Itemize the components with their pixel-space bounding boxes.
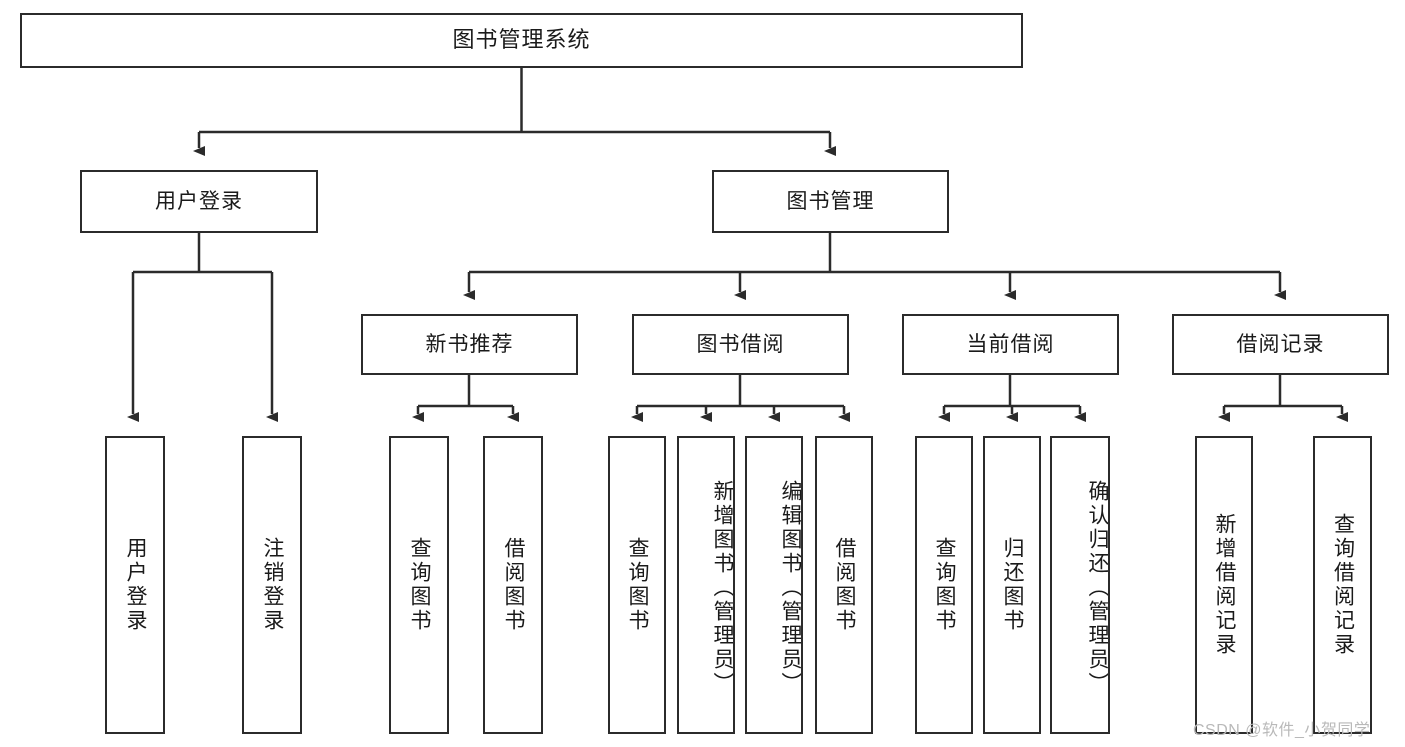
node-new-book-rec[interactable]: 新书推荐: [361, 314, 578, 375]
node-book-manage[interactable]: 图书管理: [712, 170, 949, 233]
node-leaf-query-record[interactable]: 查询借阅记录: [1313, 436, 1372, 734]
node-leaf-borrow-book-2[interactable]: 借阅图书: [815, 436, 873, 734]
node-leaf-user-login[interactable]: 用户登录: [105, 436, 165, 734]
node-borrow-record[interactable]: 借阅记录: [1172, 314, 1389, 375]
node-user-login[interactable]: 用户登录: [80, 170, 318, 233]
node-leaf-borrow-book-1[interactable]: 借阅图书: [483, 436, 543, 734]
node-leaf-add-record[interactable]: 新增借阅记录: [1195, 436, 1253, 734]
node-leaf-query-book-1[interactable]: 查询图书: [389, 436, 449, 734]
node-current-borrow[interactable]: 当前借阅: [902, 314, 1119, 375]
csdn-watermark: CSDN @软件_小贺同学: [1193, 722, 1371, 739]
node-leaf-return-book[interactable]: 归还图书: [983, 436, 1041, 734]
node-leaf-query-book-3[interactable]: 查询图书: [915, 436, 973, 734]
node-leaf-confirm-return[interactable]: 确认归还（管理员）: [1050, 436, 1110, 734]
node-root-system[interactable]: 图书管理系统: [20, 13, 1023, 68]
node-book-borrow[interactable]: 图书借阅: [632, 314, 849, 375]
node-leaf-edit-book[interactable]: 编辑图书（管理员）: [745, 436, 803, 734]
node-leaf-query-book-2[interactable]: 查询图书: [608, 436, 666, 734]
node-leaf-logout[interactable]: 注销登录: [242, 436, 302, 734]
node-leaf-add-book[interactable]: 新增图书（管理员）: [677, 436, 735, 734]
